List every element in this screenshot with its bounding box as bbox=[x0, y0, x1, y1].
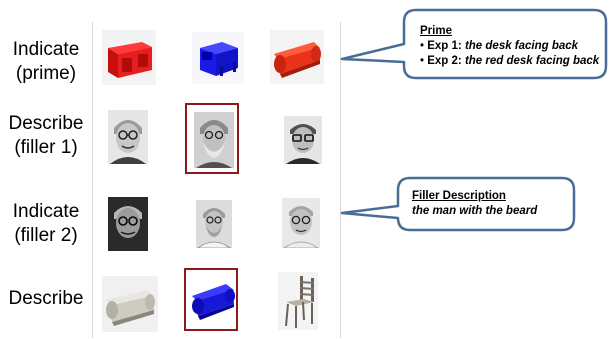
row-label-indicate-prime: Indicate (prime) bbox=[0, 38, 92, 86]
prime-bullet-exp1: • Exp 1: the desk facing back bbox=[420, 40, 579, 52]
row-label-indicate-filler2: Indicate (filler 2) bbox=[0, 200, 92, 248]
bearded-man-photo bbox=[194, 112, 234, 168]
row-label-describe-filler1: Describe (filler 1) bbox=[0, 112, 92, 160]
row-label-line2: (filler 2) bbox=[14, 225, 78, 246]
exp-label: Exp 2: bbox=[427, 55, 462, 67]
row-label-describe: Describe bbox=[0, 287, 92, 311]
man-glasses-photo bbox=[282, 198, 320, 248]
chair-icon bbox=[278, 272, 318, 330]
prime-bullet-exp2: • Exp 2: the red desk facing back bbox=[420, 55, 600, 67]
right-divider bbox=[340, 22, 341, 338]
prime-callout: Prime • Exp 1: the desk facing back • Ex… bbox=[340, 8, 610, 80]
filler-description-callout: Filler Description the man with the bear… bbox=[340, 176, 578, 232]
row-label-line2: (prime) bbox=[15, 63, 77, 84]
blue-sofa-icon bbox=[188, 274, 238, 324]
filler-callout-title: Filler Description bbox=[412, 190, 506, 202]
row-label-line1: Indicate bbox=[12, 201, 80, 222]
row-label-line2: (filler 1) bbox=[14, 137, 78, 158]
filler-description-text: the man with the beard bbox=[412, 205, 538, 217]
selected-describe-box bbox=[184, 268, 238, 331]
exp-text: the red desk facing back bbox=[464, 55, 600, 67]
exp-text: the desk facing back bbox=[464, 40, 579, 52]
left-divider bbox=[92, 22, 93, 338]
red-sofa-icon bbox=[270, 30, 324, 84]
blue-desk-icon bbox=[192, 32, 244, 84]
selected-filler1-box bbox=[185, 103, 239, 174]
man-glasses-photo bbox=[108, 197, 148, 251]
row-label-line1: Indicate bbox=[12, 39, 80, 60]
prime-callout-title: Prime bbox=[420, 25, 452, 37]
man-glasses-photo bbox=[284, 116, 322, 164]
exp-label: Exp 1: bbox=[427, 40, 462, 52]
man-glasses-photo bbox=[108, 110, 148, 164]
white-sofa-icon bbox=[102, 276, 158, 332]
red-desk-icon bbox=[102, 30, 156, 85]
row-label-line1: Describe bbox=[8, 288, 84, 309]
bearded-man-photo bbox=[196, 200, 232, 248]
row-label-line1: Describe bbox=[8, 113, 84, 134]
